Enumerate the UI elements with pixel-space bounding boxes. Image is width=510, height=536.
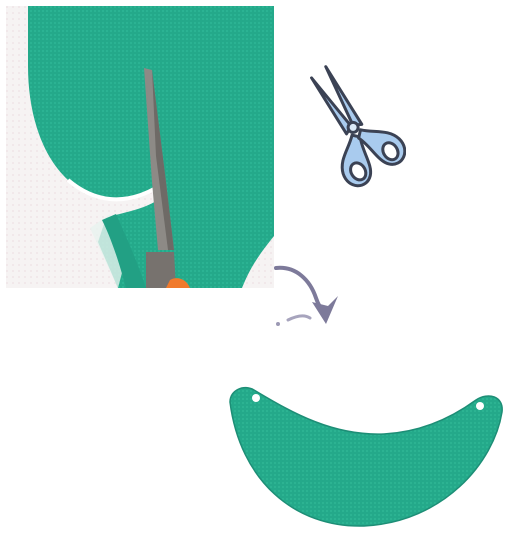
scissors-icon xyxy=(300,56,406,206)
felt-cutting-photo xyxy=(6,6,274,288)
curved-arrow-down-icon xyxy=(266,258,356,348)
green-visor-shape xyxy=(214,362,510,536)
felt-cutting-photo-graphic xyxy=(6,6,274,288)
